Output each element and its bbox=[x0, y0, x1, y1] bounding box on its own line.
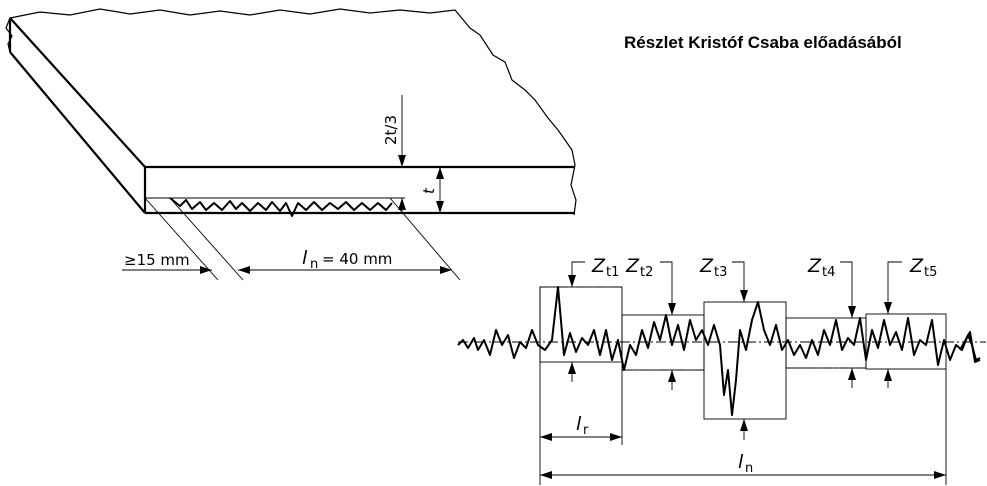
zt1-marker: Z t1 bbox=[568, 255, 619, 382]
zt1-arrow-top bbox=[568, 275, 576, 287]
zt4-arrow-bottom bbox=[848, 368, 856, 380]
ext-line-3 bbox=[389, 197, 461, 281]
dim-ln-arrow-left bbox=[238, 266, 250, 274]
zt2-leader bbox=[660, 261, 673, 315]
profile-curve bbox=[457, 286, 981, 416]
plate-edge-top-left bbox=[9, 17, 146, 168]
plate-break-line bbox=[9, 8, 577, 216]
zt1-arrow-bottom bbox=[568, 362, 576, 374]
zt5-arrow-top bbox=[884, 302, 892, 314]
profile-tail bbox=[959, 331, 981, 363]
dim-ln-arrow-right bbox=[440, 266, 452, 274]
zt5-sub: t5 bbox=[924, 265, 937, 280]
plate-left-break bbox=[5, 17, 13, 53]
zt2-sub: t2 bbox=[640, 265, 653, 280]
zt4-label: Z bbox=[807, 255, 822, 277]
ext-line-1 bbox=[144, 197, 219, 281]
zt2-label: Z bbox=[625, 255, 640, 277]
dim-t-label: t bbox=[420, 187, 438, 194]
segment-box-5 bbox=[865, 313, 947, 370]
zt1-label: Z bbox=[591, 255, 606, 277]
dim-ln-value: = 40 mm bbox=[322, 250, 392, 268]
thickness-dimensions: 2t/3 t bbox=[382, 95, 444, 213]
dim-15-arrow bbox=[200, 266, 212, 274]
dim-t-arrow-top bbox=[436, 167, 444, 179]
zt3-arrow-bottom bbox=[740, 419, 748, 431]
length-dimensions: ≥15 mm l n = 40 mm bbox=[122, 197, 461, 281]
zt3-label: Z bbox=[699, 255, 714, 277]
dim-lr-arrow-left bbox=[540, 433, 552, 441]
dim-lr-arrow-right bbox=[610, 433, 622, 441]
dim-lr-sub: r bbox=[583, 423, 589, 438]
ext-line-2 bbox=[169, 197, 244, 281]
specimen-plate bbox=[5, 8, 577, 216]
zt3-marker: Z t3 bbox=[699, 255, 748, 440]
dim-ln-sub: n bbox=[310, 257, 318, 272]
dim-ln2-arrow-left bbox=[540, 471, 552, 479]
dim-ln-symbol: l bbox=[302, 247, 308, 269]
zt5-leader bbox=[887, 261, 902, 314]
zt5-marker: Z t5 bbox=[884, 255, 937, 388]
dim-2t3-arrow bbox=[398, 155, 406, 167]
dim-ln2-symbol: l bbox=[738, 451, 744, 473]
dim-15-label: ≥15 mm bbox=[124, 251, 190, 269]
zt1-leader bbox=[571, 261, 585, 287]
dim-t-arrow-bottom bbox=[436, 201, 444, 213]
zt4-arrow-top bbox=[848, 306, 856, 318]
zt3-arrow-top bbox=[740, 290, 748, 302]
dim-lr-symbol: l bbox=[576, 413, 582, 435]
zt4-marker: Z t4 bbox=[807, 255, 856, 388]
dim-ln2-arrow-right bbox=[934, 471, 946, 479]
plate-edge-bottom-left bbox=[9, 51, 146, 214]
zt2-arrow-top bbox=[668, 303, 676, 315]
dim-2t3-arrow-bottom bbox=[398, 198, 406, 210]
zt3-sub: t3 bbox=[714, 265, 727, 280]
zt5-label: Z bbox=[909, 255, 924, 277]
zt3-leader bbox=[732, 261, 745, 302]
caption-text: Részlet Kristóf Csaba előadásából bbox=[624, 33, 902, 52]
front-roughness-profile bbox=[169, 197, 393, 217]
zt5-arrow-bottom bbox=[884, 369, 892, 381]
zt2-arrow-bottom bbox=[668, 370, 676, 382]
zt4-leader bbox=[840, 261, 853, 318]
dim-ln2-sub: n bbox=[745, 461, 753, 476]
zt4-sub: t4 bbox=[822, 265, 835, 280]
segment-box-3 bbox=[703, 301, 787, 420]
zt2-marker: Z t2 bbox=[625, 255, 676, 390]
zt1-sub: t1 bbox=[606, 265, 619, 280]
dim-2t3-label: 2t/3 bbox=[382, 115, 400, 145]
profile-diagram: l r l n Z t1 Z t2 Z t3 bbox=[457, 255, 986, 485]
